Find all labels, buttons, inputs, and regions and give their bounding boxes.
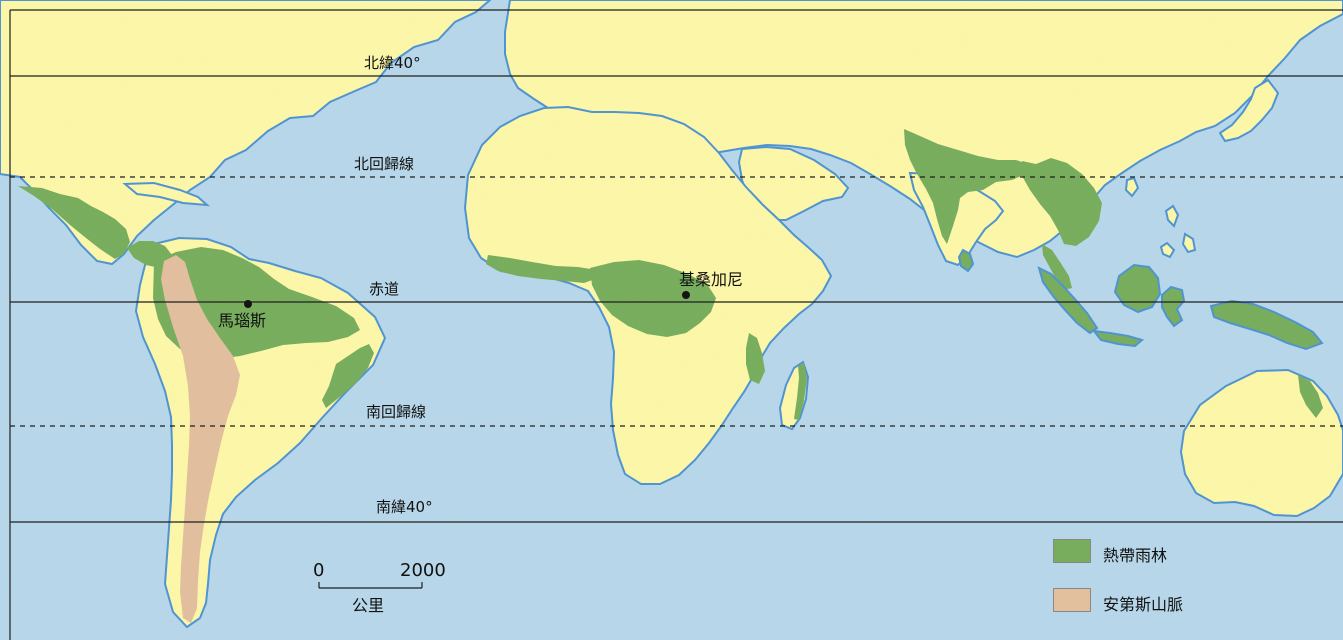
south40-label: 南緯40° xyxy=(376,498,433,516)
north-tropic-label: 北回歸線 xyxy=(354,155,415,173)
rainforest-legend-label: 熱帶雨林 xyxy=(1103,546,1168,565)
andes-legend-label: 安第斯山脈 xyxy=(1103,595,1184,614)
manaus-label: 馬瑙斯 xyxy=(218,311,267,330)
andes-swatch xyxy=(1053,588,1091,612)
scale-min-label: 0 xyxy=(313,560,325,581)
equator-label: 赤道 xyxy=(369,280,400,298)
south-tropic-label: 南回歸線 xyxy=(366,403,427,421)
scale-max-label: 2000 xyxy=(400,560,446,581)
kisangani-label: 基桑加尼 xyxy=(679,270,744,289)
scale-unit-label: 公里 xyxy=(352,596,385,615)
north40-label: 北緯40° xyxy=(364,54,421,72)
rainforest-swatch xyxy=(1053,539,1091,563)
